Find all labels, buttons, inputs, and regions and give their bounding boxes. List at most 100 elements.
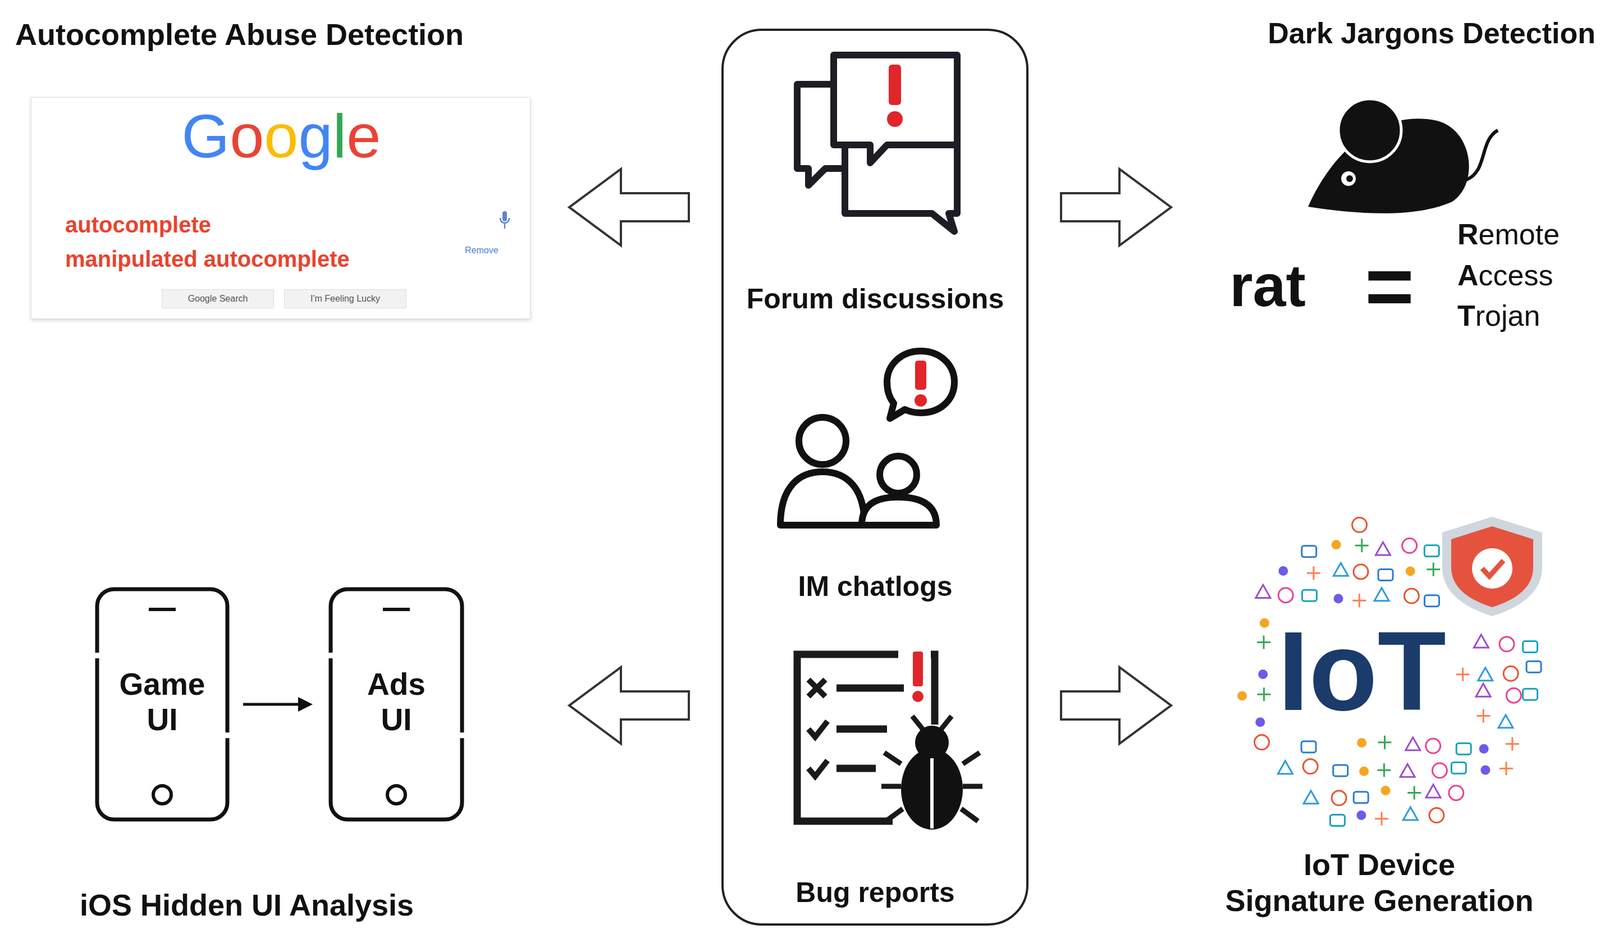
iot-device-icon [1303, 790, 1319, 804]
list-line [836, 684, 904, 692]
iot-device-icon [1506, 687, 1521, 703]
check-mark [808, 720, 828, 737]
text-part: A [1457, 258, 1479, 292]
shield-icon [1442, 516, 1543, 616]
phone-frame [97, 588, 228, 820]
iot-device-icon [1406, 567, 1415, 575]
text-part: e [346, 101, 381, 171]
iot-device-icon [1301, 741, 1316, 753]
text-part: UI [119, 701, 206, 738]
text-part: o [229, 101, 264, 171]
iot-device-icon [1476, 708, 1490, 722]
iot-device-icon [1360, 766, 1369, 775]
iot-device-icon [1357, 810, 1366, 819]
iot-device-icon [1475, 683, 1491, 697]
bug-body [901, 748, 963, 830]
mouse-tail [1466, 130, 1498, 180]
iot-device-icon [1374, 811, 1389, 826]
iot-device-icon [1260, 618, 1269, 627]
phone-speaker [382, 607, 410, 611]
alert-mark [887, 111, 903, 127]
iot-device-icon [1278, 587, 1293, 603]
text-part: o [263, 101, 299, 171]
iot-device-icon [1402, 538, 1417, 553]
suggestion-text: autocomplete [65, 211, 212, 238]
iot-device-icon [1279, 567, 1288, 575]
phone-frame [330, 588, 463, 820]
chat-bubble [833, 55, 958, 163]
microphone-icon [498, 209, 511, 231]
iot-device-icon [1353, 791, 1369, 803]
block-arrow [569, 168, 689, 246]
block-arrow-shape [1061, 666, 1172, 744]
iot-device-icon [1448, 785, 1464, 800]
block-arrow [569, 666, 689, 744]
section-title: Autocomplete Abuse Detection [15, 16, 464, 52]
iot-device-icon [1378, 735, 1392, 749]
section-title: IoT Device Signature Generation [1224, 846, 1534, 918]
iot-device-icon [1358, 738, 1366, 747]
block-arrow-shape [569, 666, 689, 744]
iot-device-icon [1456, 667, 1470, 681]
iot-device-icon [1334, 594, 1343, 603]
iot-device-icon [1402, 806, 1418, 820]
iot-device-icon [1256, 718, 1265, 726]
person-body [780, 471, 865, 525]
text-part: Trojan [1457, 295, 1560, 337]
application-panel: Dark Jargons Detectionrat=Remote Access … [1178, 11, 1598, 349]
iot-device-icon [1352, 593, 1366, 607]
iot-device-icon [1303, 759, 1318, 774]
iot-device-icon [1432, 762, 1447, 778]
phone-home-button [387, 785, 406, 804]
text-part: UI [367, 701, 426, 738]
suggestion-text: manipulated autocomplete [65, 245, 350, 272]
section-title: Dark Jargons Detection [1267, 16, 1596, 51]
text-part: T [1457, 299, 1476, 332]
remove-link: Remove [464, 245, 499, 256]
phone-node: Ads UI [328, 586, 465, 822]
iot-device-icon [1375, 541, 1391, 555]
source-label: IM chatlogs [797, 570, 953, 603]
data-source-box: Forum discussionsIM chatlogsBug reports [721, 28, 1029, 926]
search-button: Google Search [161, 289, 274, 309]
iot-device-icon [1407, 785, 1421, 800]
mic-capsule [502, 211, 507, 222]
iot-device-icon [1426, 562, 1440, 576]
list-line [836, 764, 876, 772]
equals-sign: = [1364, 237, 1415, 335]
frame-gap [222, 732, 231, 738]
chat-bubble [844, 140, 958, 232]
bug-wing-line [930, 757, 934, 829]
search-button: I'm Feeling Lucky [284, 289, 407, 309]
iot-device-icon [1503, 665, 1519, 681]
iot-device-icon [1352, 517, 1368, 533]
text-part: R [1457, 217, 1479, 251]
shield-badge [1472, 547, 1513, 589]
iot-device-icon [1498, 714, 1513, 728]
source-label: Bug reports [795, 876, 955, 909]
iot-device-icon [1254, 734, 1269, 750]
iot-device-icon [1424, 545, 1439, 557]
iot-logo-text: IoT [1277, 614, 1447, 728]
text-part: l [332, 101, 347, 171]
alert-mark [915, 360, 927, 390]
iot-device-icon [1256, 634, 1271, 649]
iot-device-icon [1424, 595, 1439, 607]
iot-device-icon [1333, 562, 1348, 576]
text-part: Ads [367, 666, 426, 702]
phone-screen-label: Game UI [119, 666, 206, 738]
iot-icon-cloud [1238, 517, 1542, 826]
iot-device-icon [1522, 641, 1538, 653]
text-part: G [181, 101, 231, 171]
iot-device-icon [1499, 636, 1515, 652]
iot-device-icon [1405, 737, 1421, 751]
phone-home-button [153, 785, 172, 804]
shield-inner [1451, 526, 1534, 607]
check-mark [1482, 560, 1504, 576]
block-arrow [1061, 168, 1172, 246]
iot-device-icon [1332, 540, 1341, 549]
application-panel: iOS Hidden UI AnalysisGame UIAds UI [11, 561, 562, 927]
iot-device-icon [1377, 762, 1391, 777]
phone-screen-label: Ads UI [367, 666, 426, 738]
frame-gap [457, 732, 466, 738]
